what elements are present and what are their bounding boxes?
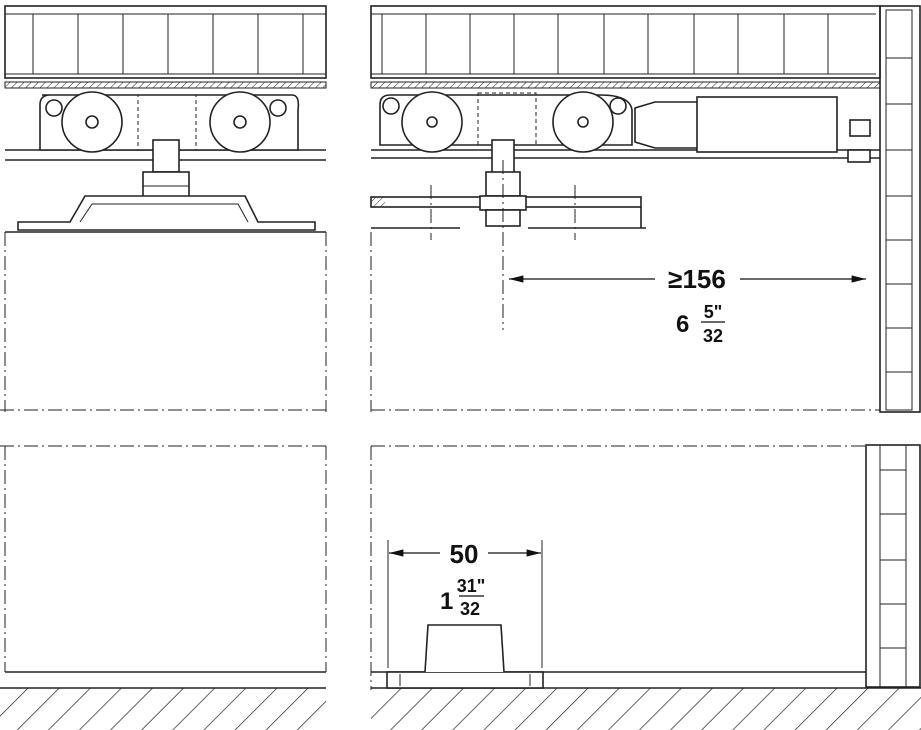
center-lines <box>0 232 880 690</box>
clearance-inch-den: 32 <box>703 326 723 346</box>
guide-width-dimension: 50 1 31" 32 <box>389 539 541 619</box>
left-top-view <box>4 5 327 233</box>
guide-width-inch-num: 31" <box>457 576 486 596</box>
guide-width-metric: 50 <box>450 539 479 569</box>
floor-guide <box>386 624 544 689</box>
clearance-inch-num: 5" <box>704 302 723 322</box>
right-top-view <box>370 5 881 330</box>
side-wall <box>865 5 921 688</box>
clearance-dimension: ≥156 6 5" 32 <box>509 264 866 346</box>
guide-width-inch-whole: 1 <box>440 588 453 615</box>
bottom-view <box>0 540 921 730</box>
guide-width-inch-den: 32 <box>460 599 480 619</box>
clearance-inch-whole: 6 <box>676 311 689 338</box>
clearance-metric: ≥156 <box>668 264 726 294</box>
